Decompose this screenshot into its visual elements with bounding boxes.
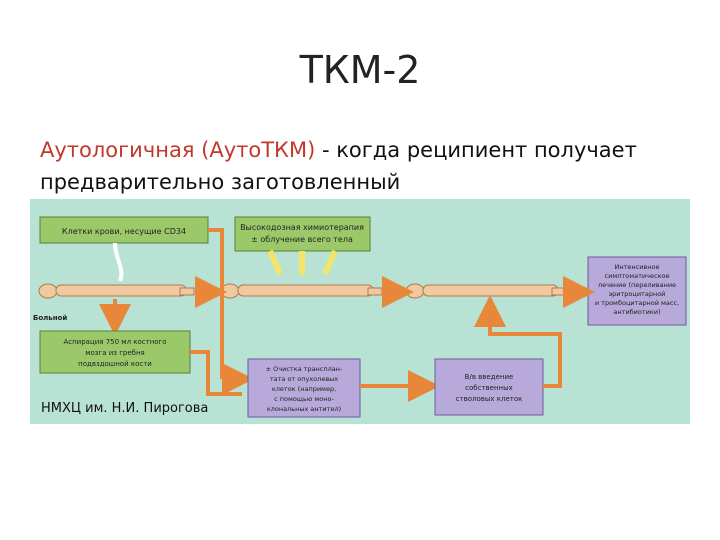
- patient-label: Больной: [33, 314, 67, 322]
- aspiration-box: [39, 330, 191, 374]
- cleaning-line-4: с помощью моно-: [274, 395, 334, 403]
- infusion-line-3: стволовых клеток: [456, 395, 523, 403]
- aspiration-line-3: подвздошной кости: [78, 360, 152, 368]
- aspiration-to-cleaning-line: [190, 350, 242, 396]
- infusion-line-1: В/в введение: [465, 373, 514, 381]
- intro-text: Аутологичная (АутоТКМ) - когда реципиент…: [40, 134, 700, 198]
- figure-caption: НМХЦ им. Н.И. Пирогова: [38, 400, 212, 417]
- intensive-line-5: и тромбоцитарной масс,: [595, 299, 679, 307]
- infusion-box: [434, 358, 544, 416]
- intensive-line-4: эритроцитарной: [609, 290, 666, 298]
- patient-figure-1: [38, 283, 195, 299]
- diagram-svg: Клетки крови, несущие CD34 Высокодозная …: [30, 199, 690, 424]
- aspiration-line-2: мозга из гребня: [85, 349, 145, 357]
- infusion-line-2: собственных: [465, 384, 513, 392]
- chemo-line-1: Высокодозная химиотерапия: [240, 223, 364, 232]
- aspiration-line-1: Аспирация 750 мл костного: [63, 338, 166, 346]
- chemo-line-2: ± облучение всего тела: [251, 235, 353, 244]
- blood-cells-text: Клетки крови, несущие CD34: [62, 227, 186, 236]
- slide-title: ТКМ-2: [299, 48, 421, 92]
- blood-to-cleaning-line: [208, 228, 224, 379]
- cleaning-line-1: ± Очистка трансплан-: [266, 365, 343, 373]
- cleaning-line-3: клеток (например,: [272, 385, 336, 393]
- intensive-line-3: лечение (переливание: [598, 281, 676, 289]
- infusion-to-patient-arrow: [474, 295, 562, 388]
- transplant-diagram: Клетки крови, несущие CD34 Высокодозная …: [30, 199, 690, 424]
- patient-figure-2: [220, 283, 383, 299]
- chemo-arrow-3: [322, 249, 338, 276]
- patient-figure-3: [405, 283, 567, 299]
- cleaning-box: [247, 358, 361, 418]
- intensive-line-6: антибиотики): [613, 308, 660, 316]
- cleaning-line-5: клональных антител): [267, 405, 341, 413]
- intensive-line-1: Интенсивное: [614, 263, 659, 271]
- chemo-arrow-1: [267, 249, 283, 276]
- intro-rest: - когда реципиент получает предварительн…: [40, 138, 637, 194]
- intro-highlight: Аутологичная (АутоТКМ): [40, 138, 316, 162]
- intensive-line-2: симптоматическое: [605, 272, 670, 280]
- blood-to-patient-curve: [113, 242, 124, 282]
- cleaning-line-2: тата от опухолевых: [270, 375, 338, 383]
